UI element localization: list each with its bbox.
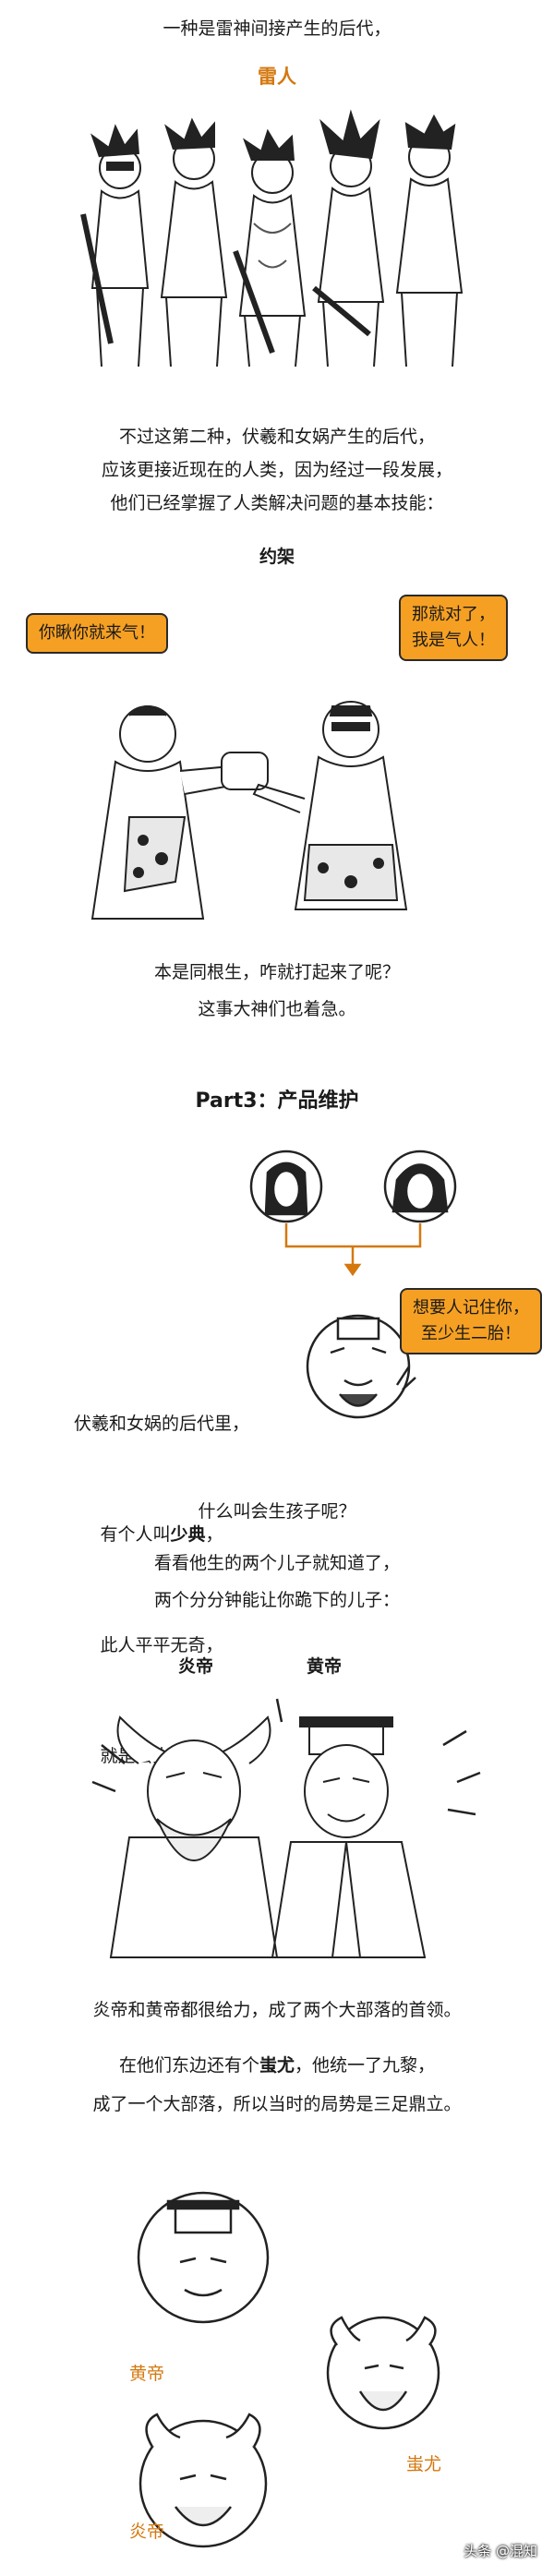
parents-diagram bbox=[249, 1150, 457, 1277]
para1-line3: 他们已经掌握了人类解决问题的基本技能： bbox=[110, 493, 444, 513]
yandi-figure bbox=[109, 1715, 279, 1958]
leiren-illustration bbox=[80, 109, 464, 367]
watermark: 头条 @混知 bbox=[464, 2543, 537, 2559]
man-5 bbox=[395, 114, 464, 294]
man-1 bbox=[90, 124, 150, 289]
yuejia-title: 约架 bbox=[259, 547, 295, 567]
speech-bubble-right: 那就对了， 我是气人！ bbox=[399, 595, 508, 661]
sons-illustration bbox=[91, 1698, 481, 1958]
label-yandi-orange: 炎帝 bbox=[129, 2522, 165, 2542]
yandi-portrait bbox=[138, 2413, 268, 2548]
leiren-title: 雷人 bbox=[258, 66, 296, 88]
man-3 bbox=[238, 128, 307, 317]
question-line3: 两个分分钟能让你跪下的儿子： bbox=[153, 1590, 400, 1610]
speech-bubble-left: 你瞅你就来气！ bbox=[26, 613, 168, 654]
label-huangdi-orange: 黄帝 bbox=[129, 2364, 165, 2384]
para4-line1: 在他们东边还有个蚩尤，他统一了九黎， bbox=[118, 2055, 436, 2076]
label-yandi: 炎帝 bbox=[178, 1656, 214, 1677]
shaodian-line2: 有个人叫少典， bbox=[100, 1524, 223, 1545]
shaodian-portrait bbox=[306, 1314, 416, 1419]
shaodian-name: 少典 bbox=[170, 1524, 206, 1545]
para3: 炎帝和黄帝都很给力，成了两个大部落的首领。 bbox=[92, 2000, 462, 2020]
para4-line2: 成了一个大部落，所以当时的局势是三足鼎立。 bbox=[92, 2094, 462, 2114]
man-2 bbox=[160, 117, 228, 298]
chiyou-name: 蚩尤 bbox=[259, 2055, 295, 2076]
man-4 bbox=[317, 109, 385, 303]
huangdi-figure bbox=[271, 1716, 427, 1958]
para2-line2: 这事大神们也着急。 bbox=[198, 999, 356, 1019]
label-huangdi: 黄帝 bbox=[307, 1656, 343, 1677]
fighter-left bbox=[90, 705, 269, 920]
para1-line1: 不过这第二种，伏羲和女娲产生的后代， bbox=[118, 427, 435, 447]
intro-text: 一种是雷神间接产生的后代， bbox=[163, 18, 391, 39]
question-line2: 看看他生的两个儿子就知道了， bbox=[153, 1553, 400, 1573]
label-chiyou-orange: 蚩尤 bbox=[406, 2454, 442, 2474]
question-line1: 什么叫会生孩子呢？ bbox=[198, 1501, 356, 1522]
para1-line2: 应该更接近现在的人类，因为经过一段发展， bbox=[101, 460, 452, 480]
fight-illustration bbox=[90, 701, 408, 920]
para2-line1: 本是同根生，咋就打起来了呢？ bbox=[153, 962, 400, 982]
chiyou-portrait bbox=[326, 2316, 440, 2430]
shaodian-line1: 伏羲和女娲的后代里， bbox=[73, 1414, 249, 1434]
part3-heading: Part3：产品维护 bbox=[195, 1089, 359, 1113]
fighter-right bbox=[252, 701, 408, 910]
three-leaders-illustration bbox=[137, 2191, 440, 2548]
huangdi-portrait bbox=[137, 2191, 270, 2324]
speech-bubble-shaodian: 想要人记住你， 至少生二胎！ bbox=[400, 1288, 542, 1354]
shaodian-line3: 此人平平无奇， bbox=[100, 1635, 223, 1655]
